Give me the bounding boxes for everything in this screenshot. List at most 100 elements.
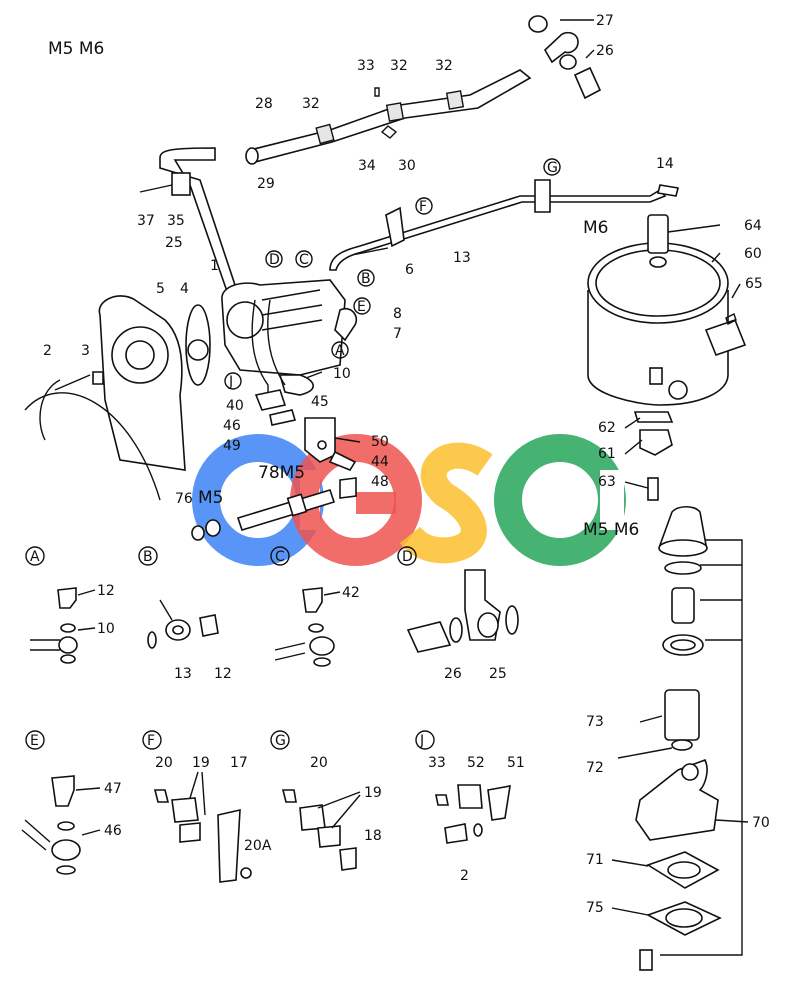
detail-J-51: 51 [507, 755, 525, 771]
callout-30: 30 [398, 158, 416, 174]
callouts-main: 27 26 33 32 32 28 32 29 34 30 14 37 35 2… [43, 13, 763, 540]
detail-G-19: 19 [364, 785, 382, 801]
callout-73: 73 [586, 714, 604, 730]
label-m6: M6 [583, 218, 608, 238]
callout-32-b: 32 [435, 58, 453, 74]
detail-J-2: 2 [460, 868, 469, 884]
callout-35: 35 [167, 213, 185, 229]
callout-32-a: 32 [390, 58, 408, 74]
marker-J: J [228, 374, 233, 390]
detail-C-letter: C [275, 549, 285, 565]
callout-5: 5 [156, 281, 165, 297]
marker-D: D [269, 252, 280, 268]
circle-markers: D C B E A J F G [224, 158, 561, 390]
detail-E-46: 46 [104, 823, 122, 839]
fuel-tank [587, 214, 747, 406]
callout-28: 28 [255, 96, 273, 112]
detail-F-20: 20 [155, 755, 173, 771]
callout-26: 26 [596, 43, 614, 59]
detail-D-25: 25 [489, 666, 507, 682]
fuel-filter-61 [633, 411, 674, 501]
label-m5m6: M5 M6 [583, 520, 639, 540]
label-m5: M5 [198, 488, 223, 508]
callout-10: 10 [333, 366, 351, 382]
detail-F-letter: F [147, 733, 155, 749]
detail-E: E 47 46 [21, 730, 122, 875]
callout-46: 46 [223, 418, 241, 434]
detail-G-letter: G [275, 733, 286, 749]
right-fuel-filter-assembly: 73 72 70 71 75 [586, 505, 770, 971]
detail-J-letter: J [419, 733, 424, 749]
callout-14: 14 [656, 156, 674, 172]
callout-7: 7 [393, 326, 402, 342]
page-title: M5 M6 [48, 39, 104, 59]
fuel-return-pipe [245, 69, 532, 165]
callout-29: 29 [257, 176, 275, 192]
injection-pump [221, 279, 358, 426]
detail-D-26: 26 [444, 666, 462, 682]
detail-A-10: 10 [97, 621, 115, 637]
callout-76: 76 [175, 491, 193, 507]
callout-8: 8 [393, 306, 402, 322]
callout-75: 75 [586, 900, 604, 916]
watermark-s [399, 442, 493, 564]
callout-25: 25 [165, 235, 183, 251]
callout-34: 34 [358, 158, 376, 174]
detail-F-19: 19 [192, 755, 210, 771]
detail-C: C 42 [270, 546, 360, 667]
callout-49: 49 [223, 438, 241, 454]
callout-64: 64 [744, 218, 762, 234]
detail-B-letter: B [143, 549, 153, 565]
detail-B: B 13 12 [138, 546, 232, 682]
callout-72: 72 [586, 760, 604, 776]
marker-G: G [547, 160, 558, 176]
detail-A-12: 12 [97, 583, 115, 599]
marker-B: B [361, 271, 371, 287]
marker-A: A [335, 343, 345, 359]
callout-63: 63 [598, 474, 616, 490]
callout-27: 27 [596, 13, 614, 29]
callout-61: 61 [598, 446, 616, 462]
bracket-50 [304, 417, 357, 499]
label-78m5: 78M5 [258, 463, 305, 483]
detail-J: J 33 52 51 2 [415, 730, 525, 884]
fuel-hose-m5 [191, 489, 336, 541]
callout-32-c: 32 [302, 96, 320, 112]
callout-62: 62 [598, 420, 616, 436]
detail-B-13: 13 [174, 666, 192, 682]
detail-D-letter: D [402, 549, 413, 565]
detail-F: F 20 19 17 20A [142, 730, 272, 883]
callout-4: 4 [180, 281, 189, 297]
callout-44: 44 [371, 454, 389, 470]
engine-housing [24, 295, 211, 501]
marker-F: F [419, 199, 427, 215]
callout-33: 33 [357, 58, 375, 74]
callout-13: 13 [453, 250, 471, 266]
detail-F-20A: 20A [244, 838, 272, 854]
clip-F [385, 206, 405, 248]
callout-65: 65 [745, 276, 763, 292]
marker-E: E [357, 299, 366, 315]
detail-G-18: 18 [364, 828, 382, 844]
bolt-37 [139, 184, 173, 193]
detail-E-47: 47 [104, 781, 122, 797]
detail-D: D 26 25 [397, 546, 519, 682]
detail-F-17: 17 [230, 755, 248, 771]
detail-G: G 20 19 18 [270, 730, 382, 871]
callout-6: 6 [405, 262, 414, 278]
callout-37: 37 [137, 213, 155, 229]
detail-A-letter: A [30, 549, 40, 565]
clip-35 [171, 172, 191, 196]
callout-40: 40 [226, 398, 244, 414]
detail-B-12: 12 [214, 666, 232, 682]
callout-2: 2 [43, 343, 52, 359]
detail-A: A 12 10 [25, 546, 115, 664]
callout-71: 71 [586, 852, 604, 868]
detail-J-52: 52 [467, 755, 485, 771]
fitting-14 [657, 184, 679, 197]
callout-45: 45 [311, 394, 329, 410]
marker-C: C [299, 252, 309, 268]
callout-50: 50 [371, 434, 389, 450]
